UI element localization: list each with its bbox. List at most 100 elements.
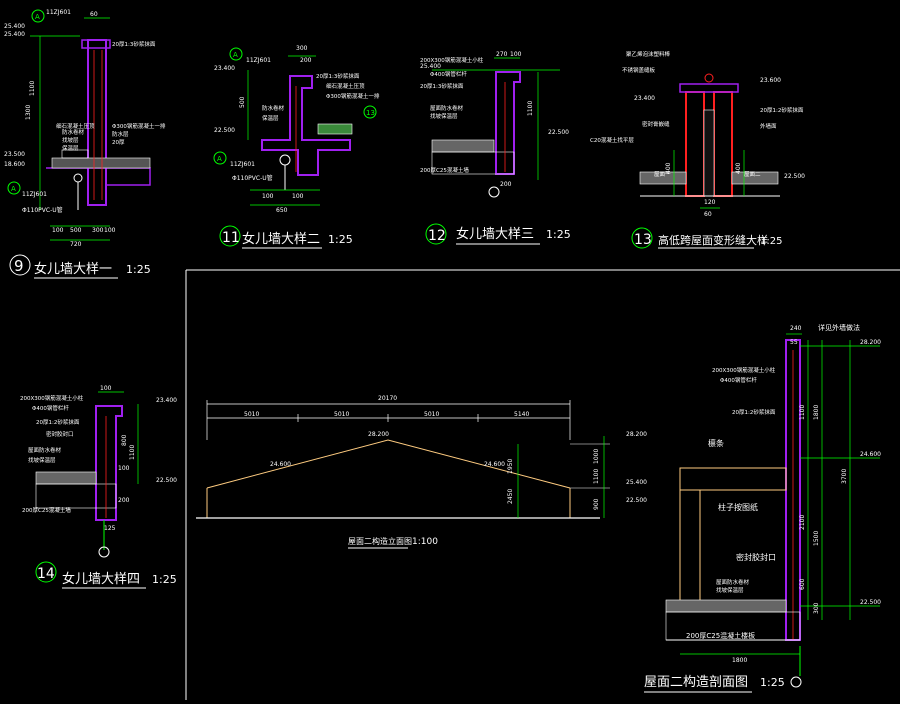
drawing-label: 2100 xyxy=(799,515,806,530)
drawing-label: 24.600 xyxy=(860,451,881,458)
detail-11: 23.400 22.500 A 11ZJ601 A 11ZJ601 Φ110PV… xyxy=(213,45,380,249)
drawing-label: 300 xyxy=(813,602,820,614)
drawing-label: 400 xyxy=(735,162,742,174)
roof-elevation-peak-elev: 28.200 xyxy=(368,431,389,438)
roof-elevation: 20170 5010 5010 5010 5140 1950 2450 1000… xyxy=(196,395,647,549)
drawing-label: 防水层 xyxy=(112,130,129,138)
drawing-label: 屋面防水卷材 xyxy=(716,578,750,586)
roof-elevation-left-elev: 24.600 xyxy=(270,461,291,468)
drawing-label: 5010 xyxy=(424,411,439,418)
drawing-label: 1100 xyxy=(129,445,136,460)
drawing-label: 100 xyxy=(118,465,130,472)
detail-9-title-block: 9 女儿墙大样一 1:25 xyxy=(9,254,151,279)
drawing-label: 22.500 xyxy=(784,173,805,180)
drawing-label: 650 xyxy=(276,207,288,214)
drawing-label: 20厚1:2砂浆抹面 xyxy=(760,106,804,114)
detail-11-ref-symbol-2: A 11ZJ601 xyxy=(213,151,255,168)
roof-elevation-scale: 1:100 xyxy=(412,537,438,547)
drawing-label: 找坡层 xyxy=(62,136,79,144)
drawing-label: 60 xyxy=(704,211,712,218)
drawing-label: 22.500 xyxy=(548,129,569,136)
drawing-label: 11ZJ601 xyxy=(230,161,255,168)
roof-section-dims: 240 55 1100 1800 2100 3700 1500 600 300 … xyxy=(732,325,848,664)
roof-elevation-right-elev: 24.600 xyxy=(484,461,505,468)
drawing-label: 20厚1:3砂浆抹面 xyxy=(420,82,464,90)
detail-12: 25.400 22.500 270 100 1100 200 200X300钢筋… xyxy=(420,51,571,245)
detail-14-title: 女儿墙大样四 xyxy=(62,571,140,587)
detail-9-notes: 20厚1:3砂浆抹面 细石混凝土压顶 Φ300钢筋混凝土一排 防水卷材 防水层 … xyxy=(56,40,166,152)
drawing-label: 720 xyxy=(70,241,82,248)
drawing-label: 200 xyxy=(500,181,512,188)
detail-12-dims: 270 100 1100 200 xyxy=(496,51,534,188)
detail-13-number: 13 xyxy=(634,232,652,248)
drawing-label: 120 xyxy=(704,199,716,206)
drawing-label: 22.500 xyxy=(214,127,235,134)
drawing-label: 檩条 xyxy=(708,438,724,448)
detail-9-wall xyxy=(87,39,107,206)
drawing-label: 11ZJ601 xyxy=(22,191,47,198)
drawing-label: 1500 xyxy=(813,531,820,546)
drawing-label: 11ZJ601 xyxy=(246,57,271,64)
detail-9-elev-low: 18.600 xyxy=(4,161,25,168)
detail-11-dims: 300 200 500 100 100 650 xyxy=(239,45,312,214)
roof-elevation-dims: 20170 5010 5010 5010 5140 1950 2450 1000… xyxy=(244,395,600,510)
drawing-label: 800 xyxy=(121,434,128,446)
roof-elevation-title: 屋面二构造立面图 xyxy=(348,536,412,546)
detail-14-notes: 200X300钢筋混凝土小柱 Φ400钢管栏杆 20厚1:2砂浆抹面 密封胶封口… xyxy=(20,394,84,514)
drawing-label: 23.400 xyxy=(214,65,235,72)
detail-11-wall xyxy=(261,75,351,176)
drawing-label: 25.400 xyxy=(626,479,647,486)
drawing-label: 28.200 xyxy=(626,431,647,438)
drawing-label: 100 xyxy=(52,227,64,234)
drawing-label: 防水卷材 xyxy=(262,104,285,112)
roof-section: 28.200 24.600 22.500 240 55 1100 1800 21… xyxy=(644,323,881,693)
detail-9-dims: 100 500 300 100 720 60 1100 1300 xyxy=(25,11,116,248)
drawing-label: Φ110PVC-U管 xyxy=(232,174,273,182)
drawing-label: Φ400钢管栏杆 xyxy=(720,376,757,384)
detail-12-notes: 200X300钢筋混凝土小柱 Φ400钢管栏杆 20厚1:3砂浆抹面 屋面防水卷… xyxy=(420,56,484,174)
detail-9-title: 女儿墙大样一 xyxy=(34,261,112,277)
detail-14-title-block: 14 女儿墙大样四 1:25 xyxy=(35,561,177,589)
detail-12-number: 12 xyxy=(428,228,446,244)
detail-12-wall xyxy=(495,71,521,175)
drawing-label: 100 xyxy=(292,193,304,200)
detail-9-ref-code: 11ZJ601 xyxy=(46,9,71,16)
detail-13-title-block: 13 高低跨屋面变形缝大样 1:25 xyxy=(631,227,782,249)
drawing-label: 23.600 xyxy=(760,77,781,84)
drawing-label: 密封胶封口 xyxy=(736,552,776,562)
drawing-label: 200厚C25混凝土墙 xyxy=(420,166,469,174)
drawing-label: 500 xyxy=(70,227,82,234)
roof-section-notes: 200X300钢筋混凝土小柱 Φ400钢管栏杆 20厚1:2砂浆抹面 屋面防水卷… xyxy=(712,366,776,594)
detail-12-title-block: 12 女儿墙大样三 1:25 xyxy=(425,223,571,245)
drawing-label: 240 xyxy=(790,325,802,332)
drawing-label: 23.400 xyxy=(156,397,177,404)
roof-section-labels: 详见外墙做法 檩条 柱子按图纸 密封胶封口 200厚C25混凝土楼板 xyxy=(686,323,860,640)
drawing-label: 不锈钢盖缝板 xyxy=(622,66,656,74)
drawing-label: 详见外墙做法 xyxy=(818,323,860,332)
drawing-label: 1800 xyxy=(813,405,820,420)
detail-14-wall xyxy=(95,405,123,521)
drawing-label: 200 xyxy=(300,57,312,64)
drawing-label: 200X300钢筋混凝土小柱 xyxy=(420,56,484,64)
drawing-label: 1100 xyxy=(527,101,534,116)
drawing-label: 20厚 xyxy=(112,139,125,146)
drawing-label: 细石混凝土压顶 xyxy=(56,122,95,130)
roof-section-title-block: 屋面二构造剖面图 1:25 xyxy=(644,675,785,693)
detail-13-scale: 1:25 xyxy=(760,236,782,247)
drawing-label: 100 xyxy=(100,385,112,392)
drawing-label: 100 xyxy=(510,51,522,58)
drawing-label: 500 xyxy=(239,96,246,108)
drawing-label: 13 xyxy=(366,109,375,117)
drawing-label: 1100 xyxy=(799,405,806,420)
drawing-label: 密封胶封口 xyxy=(46,430,74,438)
drawing-label: 200厚C25混凝土墙 xyxy=(22,506,71,514)
detail-12-title: 女儿墙大样三 xyxy=(456,226,534,242)
sheet-frame xyxy=(185,269,900,700)
drawing-label: 125 xyxy=(104,525,116,532)
drawing-label: 1800 xyxy=(732,657,747,664)
drawing-label: 270 xyxy=(496,51,508,58)
detail-13-title: 高低跨屋面变形缝大样 xyxy=(658,233,768,247)
drawing-label: 找坡保温层 xyxy=(430,112,458,120)
detail-9-elev-mid: 23.500 xyxy=(4,151,25,158)
drawing-label: 5010 xyxy=(244,411,259,418)
